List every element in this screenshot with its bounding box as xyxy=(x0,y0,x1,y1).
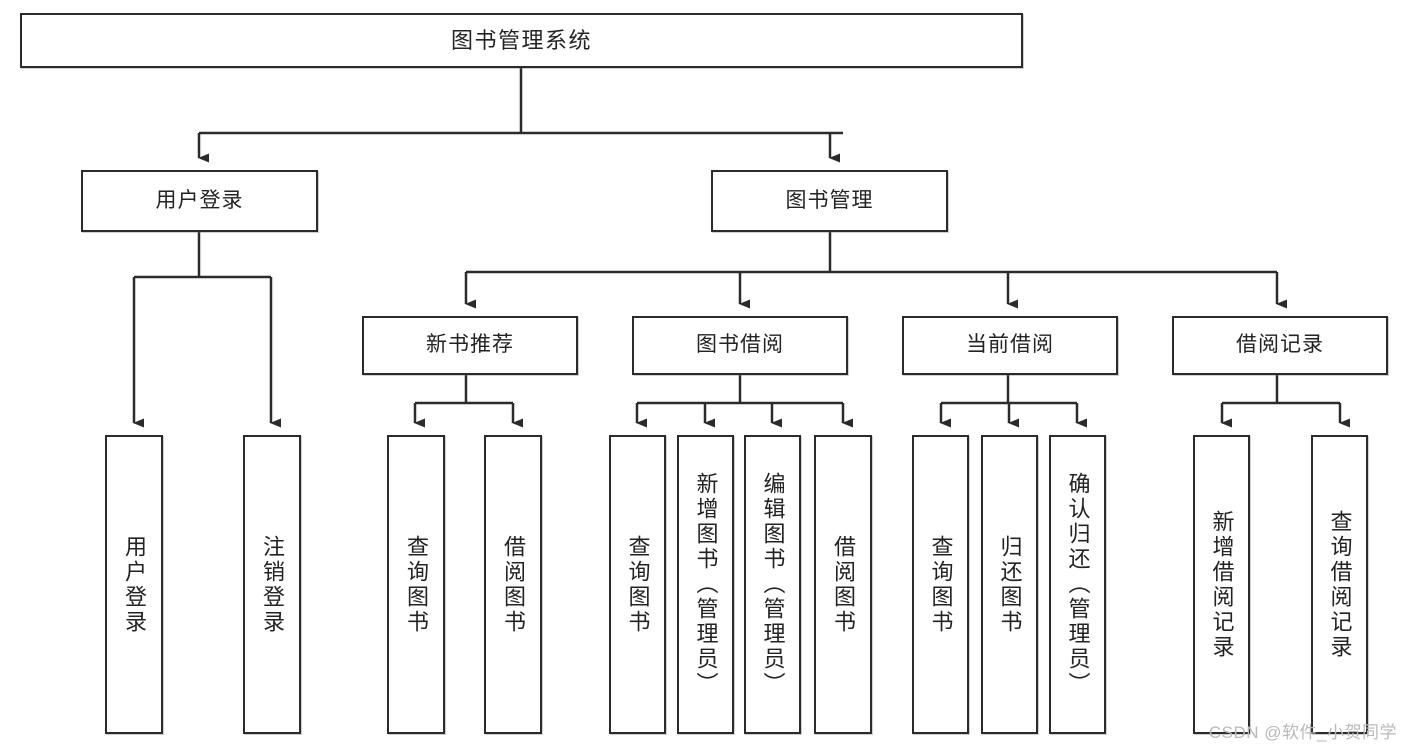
node-label: 用户登录 xyxy=(122,534,147,635)
node-book-management[interactable]: 图书管理 xyxy=(711,170,948,232)
node-leaf-edit-book-admin[interactable]: 编辑图书（管理员） xyxy=(744,435,801,734)
node-label: 注销登录 xyxy=(260,534,285,635)
node-label: 新增借阅记录 xyxy=(1209,509,1235,660)
watermark: CSDN @软件_小贺同学 xyxy=(1208,723,1397,742)
node-label: 用户登录 xyxy=(155,188,244,212)
node-leaf-query-book-recommend[interactable]: 查询图书 xyxy=(387,435,445,734)
node-leaf-confirm-return-admin[interactable]: 确认归还（管理员） xyxy=(1049,435,1106,734)
node-label: 查询图书 xyxy=(404,534,429,635)
node-book-borrow[interactable]: 图书借阅 xyxy=(632,316,848,375)
node-user-login[interactable]: 用户登录 xyxy=(81,170,318,232)
node-label: 借阅记录 xyxy=(1236,333,1324,357)
node-leaf-borrow-book-recommend[interactable]: 借阅图书 xyxy=(484,435,542,734)
node-current-borrow[interactable]: 当前借阅 xyxy=(902,316,1118,375)
node-label: 新增图书（管理员） xyxy=(693,472,719,697)
node-label: 新书推荐 xyxy=(426,333,514,357)
node-label: 图书借阅 xyxy=(696,333,784,357)
node-leaf-user-logout[interactable]: 注销登录 xyxy=(243,435,301,734)
node-label: 查询借阅记录 xyxy=(1327,509,1353,660)
node-label: 借阅图书 xyxy=(831,534,856,635)
node-label: 查询图书 xyxy=(625,534,651,635)
node-leaf-add-book-admin[interactable]: 新增图书（管理员） xyxy=(677,435,734,734)
node-root-book-management-system[interactable]: 图书管理系统 xyxy=(20,13,1023,68)
node-borrow-record[interactable]: 借阅记录 xyxy=(1172,316,1388,375)
node-label: 图书管理 xyxy=(785,188,874,212)
node-leaf-query-borrow-record[interactable]: 查询借阅记录 xyxy=(1311,435,1368,734)
node-new-book-recommend[interactable]: 新书推荐 xyxy=(362,316,578,375)
node-leaf-query-book-current[interactable]: 查询图书 xyxy=(912,435,969,734)
node-leaf-return-book[interactable]: 归还图书 xyxy=(981,435,1038,734)
node-label: 图书管理系统 xyxy=(450,27,592,53)
node-label: 当前借阅 xyxy=(966,333,1054,357)
node-label: 确认归还（管理员） xyxy=(1065,472,1091,697)
node-label: 借阅图书 xyxy=(501,534,526,635)
node-leaf-add-borrow-record[interactable]: 新增借阅记录 xyxy=(1193,435,1250,734)
node-label: 查询图书 xyxy=(928,534,954,635)
node-leaf-borrow-book-borrow[interactable]: 借阅图书 xyxy=(814,435,872,734)
node-label: 编辑图书（管理员） xyxy=(760,472,786,697)
node-label: 归还图书 xyxy=(997,534,1023,635)
node-leaf-query-book-borrow[interactable]: 查询图书 xyxy=(609,435,666,734)
node-leaf-user-login[interactable]: 用户登录 xyxy=(105,435,163,734)
